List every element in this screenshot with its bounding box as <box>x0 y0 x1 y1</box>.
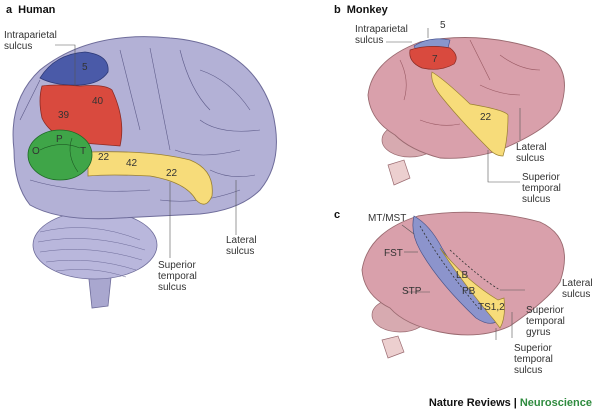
dashed-stream <box>419 225 481 311</box>
human-leaders <box>55 44 237 258</box>
tpo-divisions <box>39 137 81 173</box>
human-area-tpo <box>27 129 93 181</box>
label-ts: TS1,2 <box>478 302 505 313</box>
label-mtmst: MT/MST <box>368 213 407 224</box>
label-stp: STP <box>402 286 422 297</box>
label-lateral-monkey: Lateral sulcus <box>516 142 547 164</box>
label-intraparietal-human: Intraparietal sulcus <box>4 30 57 52</box>
monkey-brainstem <box>387 159 411 186</box>
monkey-cerebrum <box>367 37 565 159</box>
label-intraparietal-monkey: Intraparietal sulcus <box>355 24 408 46</box>
monkey-area-22 <box>431 71 509 157</box>
label-area-5-monkey: 5 <box>440 20 446 31</box>
label-t: T <box>80 146 86 157</box>
human-sulci <box>19 47 261 202</box>
label-area-40: 40 <box>92 96 104 107</box>
human-area-22-42 <box>87 151 213 205</box>
journal-section: Neuroscience <box>519 397 592 409</box>
label-stg: Superior temporal gyrus <box>526 305 565 338</box>
label-area-7: 7 <box>432 54 438 65</box>
label-sts-monkey: Superior temporal sulcus <box>522 172 561 205</box>
label-lateral-c: Lateral sulcus <box>562 278 593 300</box>
credit-separator: | <box>513 397 517 409</box>
panel-c-leaders <box>401 224 525 340</box>
label-area-5: 5 <box>82 62 88 73</box>
monkey-sulci <box>399 39 541 126</box>
label-fst: FST <box>384 248 403 259</box>
label-sts-c: Superior temporal sulcus <box>514 343 553 376</box>
journal-credit: Nature Reviews|Neuroscience <box>429 397 592 409</box>
label-o: O <box>32 146 40 157</box>
label-area-42: 42 <box>126 158 138 169</box>
label-area-22b: 22 <box>166 168 178 179</box>
human-area-5 <box>39 51 109 86</box>
dashed-lb <box>449 249 501 291</box>
monkey-c-brainstem <box>381 335 405 359</box>
label-area-39: 39 <box>58 110 70 121</box>
journal-name: Nature Reviews <box>428 397 511 409</box>
cerebellum-folia <box>37 227 146 278</box>
human-brain: 5 40 39 P O T 22 42 22 <box>12 36 277 309</box>
label-lateral-human: Lateral sulcus <box>226 235 257 257</box>
monkey-brain-c: LB PB TS1,2 <box>361 211 565 359</box>
label-p: P <box>56 134 63 145</box>
label-lb: LB <box>456 270 469 281</box>
human-cerebellum <box>32 210 158 280</box>
monkey-leaders <box>386 28 521 183</box>
label-area-22-monkey: 22 <box>480 112 492 123</box>
panel-c-title: c <box>334 209 341 221</box>
label-sts-human: Superior temporal sulcus <box>158 260 197 293</box>
label-pb: PB <box>462 286 476 297</box>
monkey-area-7 <box>409 46 457 70</box>
stream-yellow <box>439 247 505 329</box>
label-area-22a: 22 <box>98 152 110 163</box>
monkey-brain: 7 22 <box>367 28 565 186</box>
